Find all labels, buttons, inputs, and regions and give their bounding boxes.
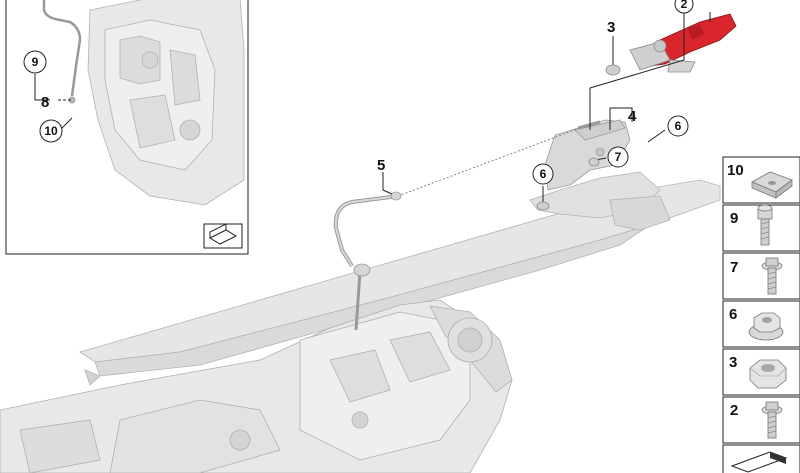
parts-panel-item: 7 <box>722 252 800 300</box>
hex-socket-screw-icon <box>757 204 773 246</box>
shift-cable <box>333 120 601 331</box>
flange-nut-icon <box>748 312 784 341</box>
parts-panel-item: 6 <box>722 300 800 348</box>
shift-lever-highlight <box>629 13 737 73</box>
flange-bolt-icon <box>761 257 783 295</box>
leader-lines <box>382 12 711 204</box>
callout-2-circle <box>674 0 694 14</box>
callout-6a-circle <box>532 163 554 185</box>
part-number-10: 10 <box>727 162 744 179</box>
callout-7-circle <box>607 146 629 168</box>
bracket-part <box>544 119 631 191</box>
part-number-3: 3 <box>729 354 737 371</box>
part-number-7: 7 <box>730 259 738 276</box>
parts-panel-item: 10 <box>722 156 800 204</box>
callout-6b-circle <box>667 115 689 137</box>
callout-8: 8 <box>41 94 49 111</box>
inset-cable <box>42 0 82 97</box>
callout-2: 2 <box>681 0 688 11</box>
callout-10: 10 <box>44 124 58 138</box>
flange-bolt-icon <box>761 401 783 439</box>
hex-nut-icon <box>749 359 787 389</box>
callout-4: 4 <box>628 108 637 125</box>
parts-panel-item: 3 <box>722 348 800 396</box>
parts-panel: 10 9 7 <box>722 156 800 473</box>
parts-panel-item: 2 <box>722 396 800 444</box>
callout-6b: 6 <box>675 119 682 133</box>
callout-7: 7 <box>615 150 622 164</box>
nut-6-main <box>536 201 550 211</box>
callout-9-circle <box>23 50 47 74</box>
part-number-2: 2 <box>730 402 738 419</box>
view-direction-icon <box>203 223 243 249</box>
callout-3: 3 <box>607 19 615 36</box>
callout-6a: 6 <box>540 167 547 181</box>
bolt-7-main <box>588 157 600 167</box>
main-small-parts <box>536 64 621 211</box>
part-number-9: 9 <box>730 210 738 227</box>
callout-10-circle <box>39 119 63 143</box>
parts-panel-item: 9 <box>722 204 800 252</box>
part-number-6: 6 <box>729 306 737 323</box>
detail-inset: 9 8 10 <box>5 0 249 255</box>
main-gearbox <box>0 299 513 473</box>
clip-nut-icon <box>751 171 793 199</box>
callout-9: 9 <box>32 55 39 69</box>
tunnel-rail <box>79 171 721 386</box>
parts-panel-item-partial <box>722 444 800 473</box>
inset-gearbox <box>87 0 245 206</box>
callout-5: 5 <box>377 157 385 174</box>
nut-3-main <box>605 64 621 76</box>
